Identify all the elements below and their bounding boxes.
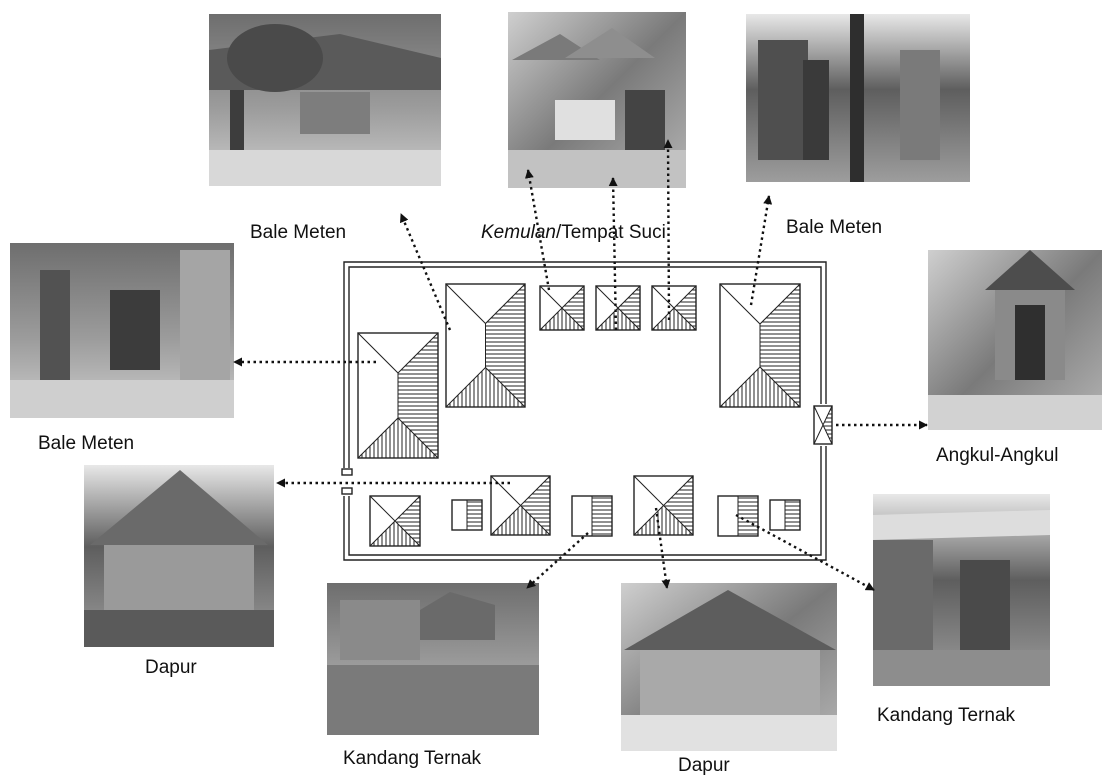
arrow-to-bale-meten-top-left (399, 213, 452, 331)
arrow-to-bale-meten-top-right (749, 195, 773, 306)
arrow-to-kemulan-photo-3 (663, 139, 673, 321)
angkul-angkul-photo (928, 250, 1102, 430)
dapur-left-photo (84, 465, 274, 647)
storage-roof (369, 495, 421, 547)
angkul-angkul-gate-roof (813, 405, 833, 445)
arrow-to-kemulan-photo-2 (608, 177, 618, 331)
kandang-ternak-bottom-photo (327, 583, 539, 735)
kemulan-shrine-2-roof (595, 285, 641, 331)
dapur-west-roof (490, 475, 551, 536)
kemulan-shrine-1-roof (539, 285, 585, 331)
label-bale-meten-top-left: Bale Meten (250, 222, 346, 243)
bale-meten-northwest-roof (445, 283, 526, 408)
label-kemulan-rest: /Tempat Suci (556, 222, 666, 243)
side-gate-post (341, 468, 353, 476)
label-kandang-ternak-bottom: Kandang Ternak (343, 748, 482, 769)
bale-meten-west-roof (357, 332, 439, 459)
photo-pointer-arrows (233, 139, 928, 592)
arrow-to-kandang-ternak-bottom (526, 532, 589, 589)
bale-meten-top-right-photo (746, 14, 970, 182)
label-angkul-angkul: Angkul-Angkul (936, 445, 1059, 466)
building-plans (357, 283, 833, 547)
kemulan-photo (508, 12, 686, 188)
label-bale-meten-top-right: Bale Meten (786, 217, 882, 238)
side-gate-post (341, 487, 353, 495)
label-kemulan: Kemulan/Tempat Suci (481, 222, 666, 243)
dapur-bottom-photo (621, 583, 837, 751)
kandang-ternak-right-photo (873, 494, 1050, 686)
compound-wall (341, 261, 827, 561)
bale-meten-left-photo (10, 243, 234, 418)
bale-meten-northeast-roof (719, 283, 801, 408)
small-shed-roof (451, 499, 483, 531)
kandang-ternak-west-roof (571, 495, 613, 537)
label-kemulan-italic: Kemulan (481, 222, 556, 243)
arrow-to-kemulan-photo-1 (524, 169, 551, 291)
dapur-east-roof (633, 475, 694, 536)
small-shed-east-roof (769, 499, 801, 531)
bale-meten-top-left-photo (209, 14, 441, 186)
label-dapur-left: Dapur (145, 657, 197, 678)
arrow-to-kandang-ternak-right (735, 513, 875, 592)
kandang-ternak-east-roof (717, 495, 759, 537)
kemulan-shrine-3-roof (651, 285, 697, 331)
label-dapur-bottom: Dapur (678, 755, 730, 776)
label-kandang-ternak-right: Kandang Ternak (877, 705, 1016, 726)
arrow-to-dapur-bottom (654, 507, 671, 589)
label-bale-meten-left: Bale Meten (38, 433, 134, 454)
